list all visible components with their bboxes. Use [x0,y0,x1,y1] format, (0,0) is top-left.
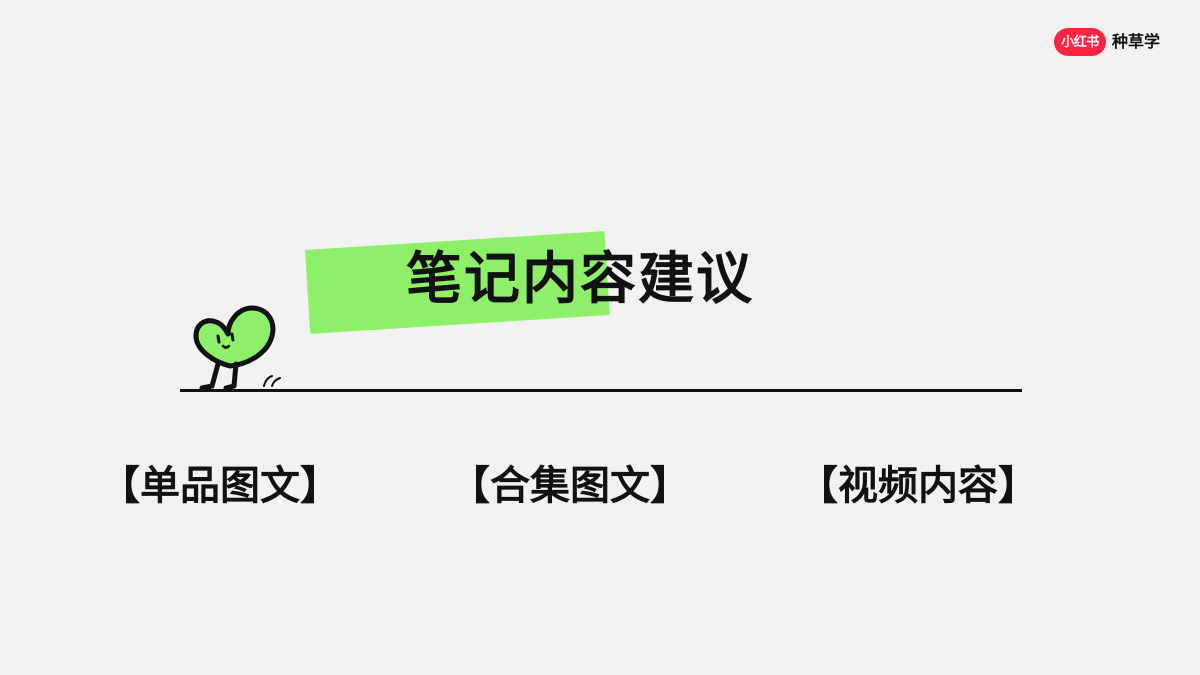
divider-line [180,389,1022,392]
page-title: 笔记内容建议 [406,247,754,312]
heart-body [193,305,276,369]
category-single-item-post: 【单品图文】 [100,463,340,509]
heart-mascot-icon [193,305,281,391]
category-video-content: 【视频内容】 [798,463,1038,509]
brand-text: 种草学 [1112,32,1161,51]
category-collection-post: 【合集图文】 [450,463,690,509]
brand-logo: 小红书 种草学 [1054,28,1160,56]
brand-badge: 小红书 [1054,28,1106,56]
